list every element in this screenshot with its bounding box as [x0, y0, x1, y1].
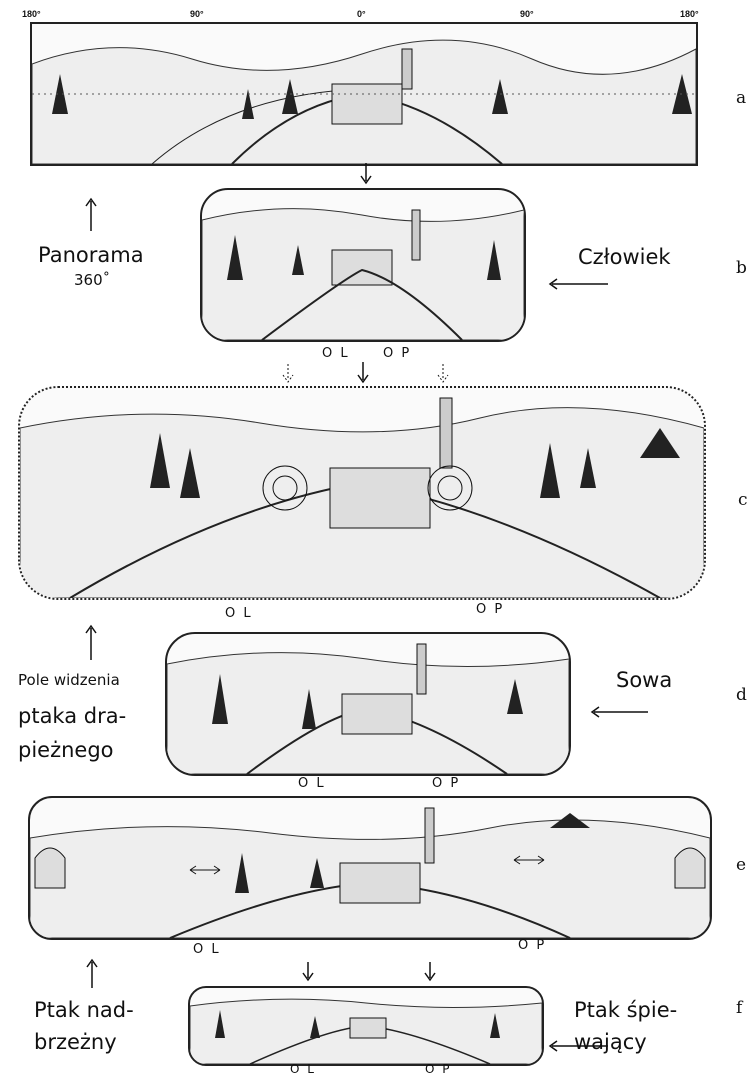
landscape-drawing-e	[30, 798, 710, 938]
arrow-down-icon	[302, 962, 314, 984]
panel-letter-b: b	[736, 258, 747, 278]
arrow-down-icon	[424, 962, 436, 984]
degree-label-180-left: 180°	[22, 9, 41, 19]
arrow-left-icon	[590, 706, 648, 718]
arrow-down-icon	[360, 163, 372, 187]
panel-letter-f: f	[736, 998, 742, 1018]
label-ptaka-drapieznego-2: pieżnego	[14, 736, 118, 764]
panel-letter-e: e	[736, 855, 746, 875]
eye-label-op-b: O P	[383, 346, 411, 361]
label-panorama: Panorama	[34, 241, 148, 269]
field-of-view-panel-b	[200, 188, 526, 342]
label-czlowiek: Człowiek	[574, 243, 675, 271]
label-ptak-nadbrzezny-2: brzeżny	[30, 1028, 121, 1056]
degree-label-90-left: 90°	[190, 9, 204, 19]
landscape-drawing-a	[32, 24, 696, 164]
degree-label-180-right: 180°	[680, 9, 699, 19]
landscape-drawing-d	[167, 634, 569, 774]
field-of-view-panel-d	[165, 632, 571, 776]
panel-letter-a: a	[736, 88, 746, 108]
eye-label-ol-e: O L	[193, 942, 221, 957]
landscape-drawing-f	[190, 988, 542, 1064]
panel-letter-c: c	[738, 490, 748, 510]
label-pole-widzenia: Pole widzenia	[14, 670, 124, 691]
degree-label-90-right: 90°	[520, 9, 534, 19]
eye-label-op-f: O P	[425, 1062, 452, 1076]
eye-label-ol-c: O L	[225, 606, 253, 621]
degree-label-0: 0°	[357, 9, 366, 19]
arrow-down-icon	[357, 362, 369, 386]
landscape-drawing-b	[202, 190, 524, 340]
field-of-view-panel-e	[28, 796, 712, 940]
label-panorama-degrees: 360˚	[70, 270, 114, 291]
dashed-arrow-down-icon	[437, 364, 449, 386]
label-ptaka-drapieznego-1: ptaka dra-	[14, 702, 130, 730]
eye-label-op-e: O P	[518, 938, 546, 953]
eye-label-ol-f: O L	[290, 1062, 316, 1076]
arrow-up-icon	[86, 958, 98, 988]
eye-label-ol-b: O L	[322, 346, 350, 361]
eye-label-op-c: O P	[476, 602, 504, 617]
panorama-panel-a	[30, 22, 698, 166]
arrow-left-icon	[548, 278, 608, 290]
label-ptak-nadbrzezny-1: Ptak nad-	[30, 996, 138, 1024]
label-ptak-spiewajacy-1: Ptak śpie-	[570, 996, 681, 1024]
eye-label-op-d: O P	[432, 776, 460, 791]
label-sowa: Sowa	[612, 666, 676, 694]
panel-letter-d: d	[736, 685, 747, 705]
arrow-left-icon	[548, 1040, 608, 1052]
dashed-arrow-down-icon	[282, 364, 294, 386]
arrow-up-icon	[85, 624, 97, 660]
arrow-up-icon	[85, 197, 97, 231]
field-of-view-panel-f	[188, 986, 544, 1066]
landscape-drawing-c	[20, 388, 704, 598]
eye-label-ol-d: O L	[298, 776, 326, 791]
field-of-view-panel-c	[18, 386, 706, 600]
